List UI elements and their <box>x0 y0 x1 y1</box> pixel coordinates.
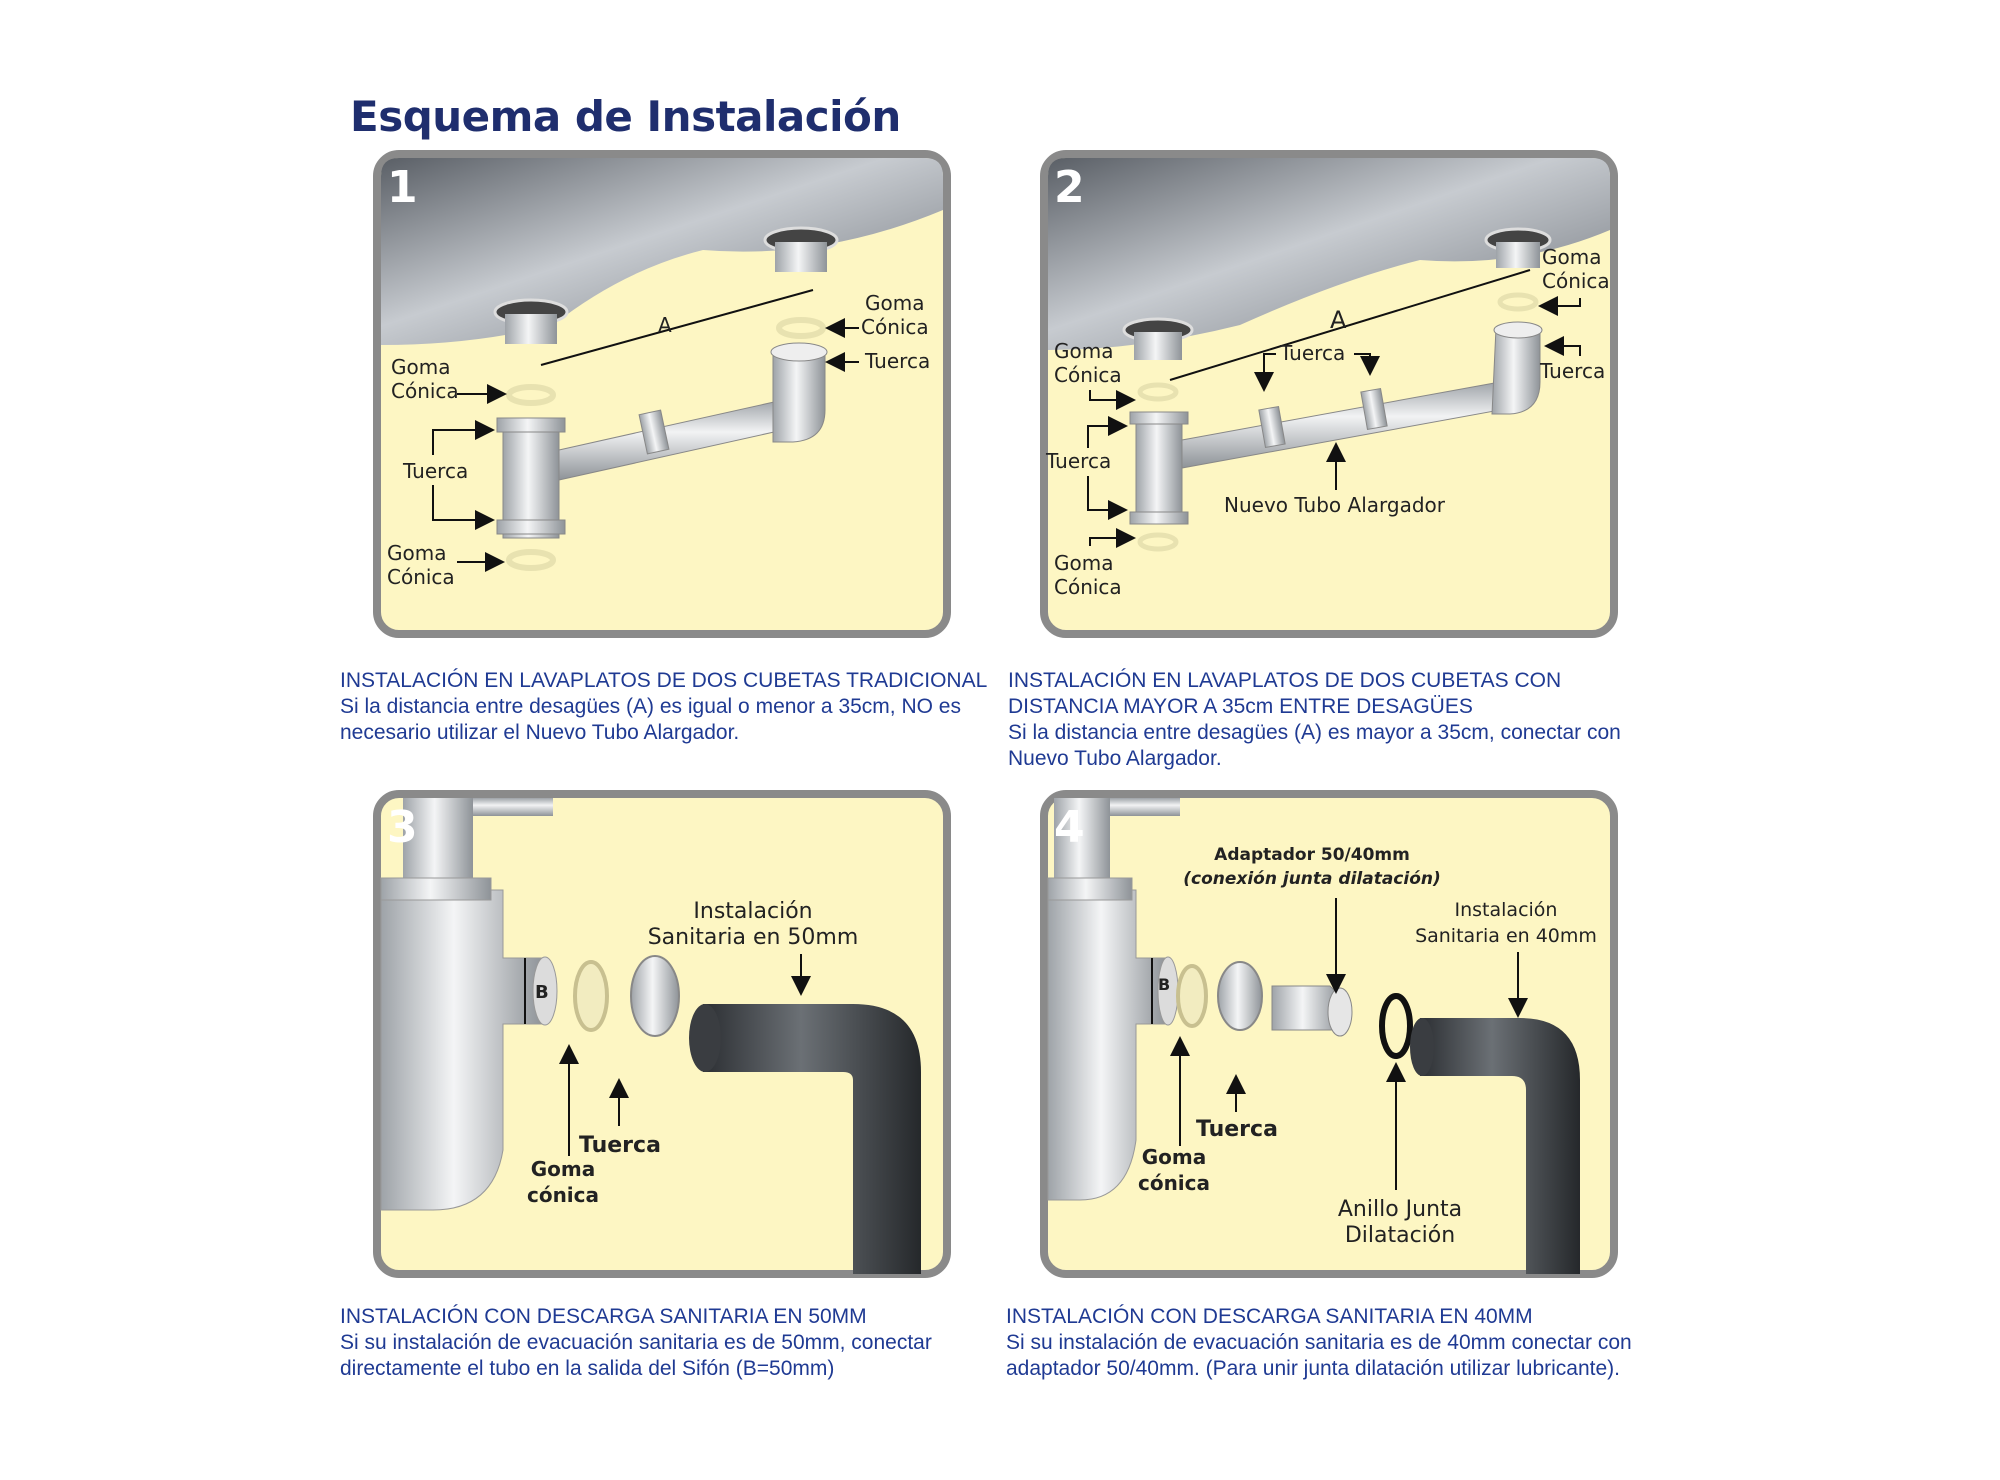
label-goma-conica-2: cónica <box>1138 1171 1210 1195</box>
label-nuevo-tubo: Nuevo Tubo Alargador <box>1224 493 1446 517</box>
panel-3: B 3 Instalación Sanitaria en 50mm Tuerca… <box>373 790 951 1278</box>
label-goma-conica-left-2: Cónica <box>1054 363 1122 387</box>
label-tuerca-left: Tuerca <box>402 459 468 483</box>
panel-number: 3 <box>387 802 418 853</box>
cone-gasket-icon <box>506 384 556 406</box>
panel-1: A 1 Goma Cónica Tuerca Goma Cónica Tuerc… <box>373 150 951 638</box>
label-instalacion: Instalación <box>1455 899 1558 921</box>
caption-text: Si su instalación de evacuación sanitari… <box>340 1331 932 1380</box>
label-goma-conica-left: Goma <box>1054 339 1113 363</box>
page-title: Esquema de Instalación <box>350 92 901 141</box>
dimension-b-label: B <box>535 982 549 1003</box>
caption-1: INSTALACIÓN EN LAVAPLATOS DE DOS CUBETAS… <box>340 668 1000 746</box>
label-instalacion-2: Sanitaria en 50mm <box>648 925 859 950</box>
caption-text: Si la distancia entre desagües (A) es ig… <box>340 695 961 744</box>
label-goma-conica-left-2: Cónica <box>391 379 459 403</box>
dimension-b-label: B <box>1158 975 1170 994</box>
label-goma-conica-top: Goma <box>1542 245 1601 269</box>
caption-3: INSTALACIÓN CON DESCARGA SANITARIA EN 50… <box>340 1304 1000 1382</box>
label-goma-conica-bottom-2: Cónica <box>387 565 455 589</box>
caption-2: INSTALACIÓN EN LAVAPLATOS DE DOS CUBETAS… <box>1008 668 1668 772</box>
panel-1-diagram: A 1 Goma Cónica Tuerca Goma Cónica Tuerc… <box>373 150 951 638</box>
label-tuerca-top: Tuerca <box>1539 359 1605 383</box>
panel-number: 2 <box>1054 162 1085 213</box>
dimension-a-label: A <box>1330 306 1347 334</box>
caption-4: INSTALACIÓN CON DESCARGA SANITARIA EN 40… <box>1006 1304 1666 1382</box>
label-goma-conica-bottom: Goma <box>1054 551 1113 575</box>
label-goma-conica-bottom-2: Cónica <box>1054 575 1122 599</box>
panel-3-diagram: B 3 Instalación Sanitaria en 50mm Tuerca… <box>373 790 951 1278</box>
label-goma-conica-top-2: Cónica <box>861 315 929 339</box>
caption-title: INSTALACIÓN CON DESCARGA SANITARIA EN 40… <box>1006 1305 1533 1328</box>
panel-2-diagram: A 2 Goma Cónica Tuerca Tuerca Goma Cónic… <box>1040 150 1618 638</box>
caption-title: INSTALACIÓN EN LAVAPLATOS DE DOS CUBETAS… <box>1008 669 1562 718</box>
label-tuerca: Tuerca <box>579 1133 661 1158</box>
label-goma-conica-top: Goma <box>865 291 924 315</box>
label-goma-conica-2: cónica <box>527 1183 599 1207</box>
sanitary-pipe-icon <box>703 1004 921 1274</box>
panel-number: 4 <box>1054 802 1085 853</box>
label-adaptador: Adaptador 50/40mm <box>1214 845 1410 865</box>
panel-4-diagram: B 4 Adaptador 50/40mm (conexión junta di… <box>1040 790 1618 1278</box>
dimension-a-label: A <box>658 313 672 337</box>
label-tuerca: Tuerca <box>1196 1117 1278 1142</box>
dilation-ring-icon <box>1379 993 1413 1059</box>
label-goma-conica-left: Goma <box>391 355 450 379</box>
nut-icon <box>630 955 680 1037</box>
label-anillo: Anillo Junta <box>1338 1197 1462 1222</box>
label-adaptador-2: (conexión junta dilatación) <box>1183 869 1441 889</box>
label-anillo-2: Dilatación <box>1345 1223 1455 1248</box>
label-instalacion-2: Sanitaria en 40mm <box>1415 925 1597 947</box>
label-instalacion: Instalación <box>693 899 812 924</box>
caption-title: INSTALACIÓN EN LAVAPLATOS DE DOS CUBETAS… <box>340 669 988 692</box>
caption-text: Si su instalación de evacuación sanitari… <box>1006 1331 1632 1380</box>
panel-number: 1 <box>387 162 418 213</box>
label-goma-conica-top-2: Cónica <box>1542 269 1610 293</box>
cone-gasket-icon <box>573 960 609 1032</box>
caption-title: INSTALACIÓN CON DESCARGA SANITARIA EN 50… <box>340 1305 867 1328</box>
label-tuerca-mid: Tuerca <box>1279 341 1345 365</box>
label-goma-conica: Goma <box>1142 1145 1207 1169</box>
caption-text: Si la distancia entre desagües (A) es ma… <box>1008 721 1621 770</box>
label-tuerca-left: Tuerca <box>1045 449 1111 473</box>
panel-4: B 4 Adaptador 50/40mm (conexión junta di… <box>1040 790 1618 1278</box>
adapter-icon <box>1327 987 1353 1037</box>
label-goma-conica: Goma <box>531 1157 596 1181</box>
label-tuerca-top: Tuerca <box>864 349 930 373</box>
label-goma-conica-bottom: Goma <box>387 541 446 565</box>
panel-2: A 2 Goma Cónica Tuerca Tuerca Goma Cónic… <box>1040 150 1618 638</box>
